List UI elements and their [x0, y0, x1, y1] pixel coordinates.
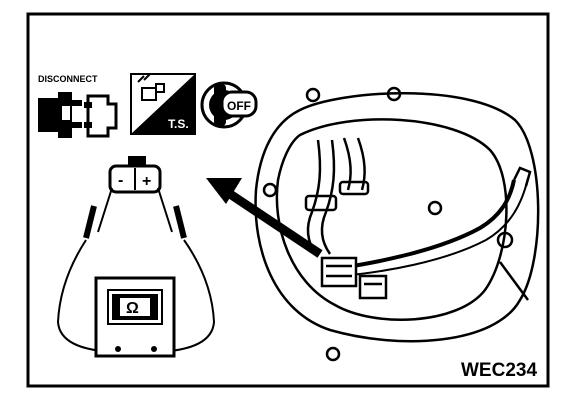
mounting-hole: [496, 231, 514, 249]
pointer-arrow: [206, 178, 323, 258]
disconnect-label: DISCONNECT: [38, 74, 98, 84]
fuel-pump-assembly: [254, 86, 540, 362]
figure-code: WEC234: [461, 360, 537, 381]
ohm-symbol: Ω: [126, 300, 139, 317]
mounting-hole: [325, 346, 341, 362]
mounting-hole: [305, 87, 321, 103]
mounting-hole: [386, 86, 402, 102]
disconnect-icon: DISCONNECT: [38, 74, 118, 138]
mounting-hole: [262, 182, 278, 198]
off-label: OFF: [227, 99, 251, 113]
test-leads: [56, 187, 216, 353]
ts-label: T.S.: [168, 117, 189, 131]
ohmmeter: Ω: [94, 276, 176, 358]
battery-plus-label: +: [142, 173, 151, 190]
battery: - +: [108, 156, 162, 194]
ts-icon: T.S.: [130, 73, 196, 135]
ignition-off-icon: OFF: [200, 81, 258, 129]
battery-minus-label: -: [118, 172, 123, 189]
mounting-hole: [427, 200, 443, 216]
